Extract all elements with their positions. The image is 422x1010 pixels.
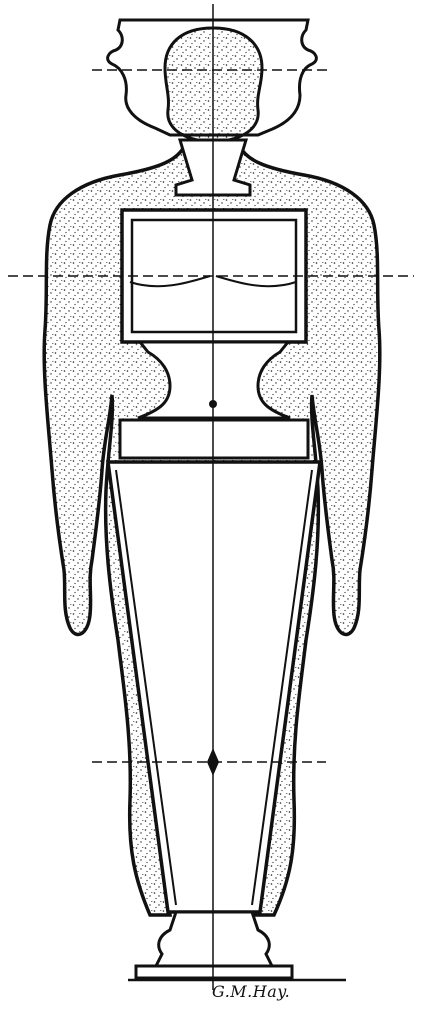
navel-mark xyxy=(209,400,217,408)
artist-signature: G.M.Hay. xyxy=(212,982,290,1001)
vase-base xyxy=(156,912,272,966)
vase-waist-band xyxy=(120,420,308,458)
vase-foot xyxy=(136,966,292,978)
